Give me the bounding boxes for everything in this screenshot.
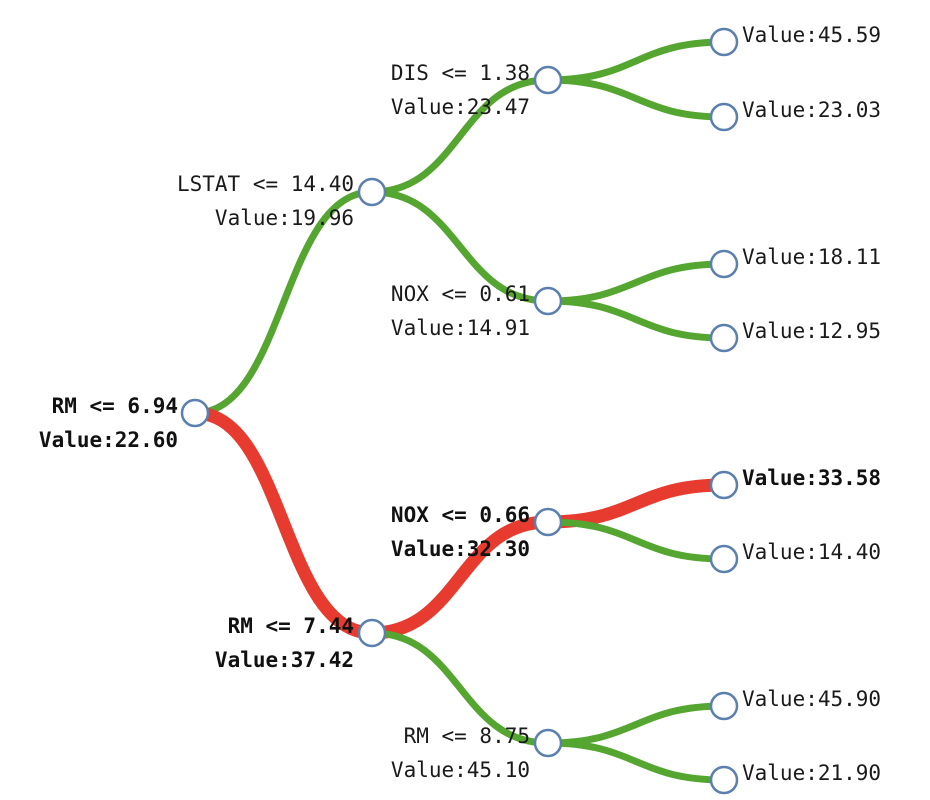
edge-n21-to-leaf6 bbox=[544, 518, 728, 563]
leaf-4-circle[interactable] bbox=[709, 323, 739, 353]
node-n1-split: LSTAT <= 14.40 bbox=[177, 172, 354, 196]
edge-root-to-n1 bbox=[191, 188, 376, 417]
leaf-3-circle[interactable] bbox=[709, 249, 739, 279]
node-n2-circle[interactable] bbox=[357, 618, 387, 648]
edge-n2-to-n21 bbox=[365, 515, 555, 640]
node-n11-split: DIS <= 1.38 bbox=[391, 61, 530, 85]
node-n1-circle[interactable] bbox=[357, 177, 387, 207]
edge-n22-to-leaf8 bbox=[544, 739, 728, 784]
leaf-3-value: Value:18.11 bbox=[742, 245, 881, 269]
node-root-split: RM <= 6.94 bbox=[52, 394, 178, 418]
leaf-7-value: Value:45.90 bbox=[742, 687, 881, 711]
edge-n22-to-leaf7 bbox=[544, 702, 728, 747]
node-n22-split: RM <= 8.75 bbox=[404, 724, 530, 748]
node-root-value: Value:22.60 bbox=[39, 428, 178, 452]
node-root-circle[interactable] bbox=[180, 398, 210, 428]
leaf-1-circle[interactable] bbox=[709, 27, 739, 57]
node-n22-value: Value:45.10 bbox=[391, 758, 530, 782]
node-n11-circle[interactable] bbox=[533, 65, 563, 95]
node-n2-value: Value:37.42 bbox=[215, 648, 354, 672]
leaf-4-value: Value:12.95 bbox=[742, 319, 881, 343]
edge-n11-to-leaf2 bbox=[544, 76, 728, 121]
leaf-8-circle[interactable] bbox=[709, 765, 739, 795]
leaf-5-circle[interactable] bbox=[709, 470, 739, 500]
edge-n2-to-n22 bbox=[368, 629, 552, 747]
node-n12-value: Value:14.91 bbox=[391, 316, 530, 340]
leaf-8-value: Value:21.90 bbox=[742, 761, 881, 785]
edge-root-to-n2 bbox=[188, 406, 379, 640]
edge-n12-to-leaf3 bbox=[544, 260, 728, 305]
edge-n1-to-n11 bbox=[368, 76, 552, 196]
edge-n1-to-n12 bbox=[368, 188, 552, 305]
node-n2-split: RM <= 7.44 bbox=[228, 614, 354, 638]
node-n21-circle[interactable] bbox=[533, 507, 563, 537]
edge-n12-to-leaf4 bbox=[544, 297, 728, 342]
leaf-2-circle[interactable] bbox=[709, 102, 739, 132]
node-n21-split: NOX <= 0.66 bbox=[391, 503, 530, 527]
node-n12-split: NOX <= 0.61 bbox=[391, 282, 530, 306]
node-n21-value: Value:32.30 bbox=[391, 537, 530, 561]
node-n11-value: Value:23.47 bbox=[391, 95, 530, 119]
leaf-2-value: Value:23.03 bbox=[742, 98, 881, 122]
node-n22-circle[interactable] bbox=[533, 728, 563, 758]
leaf-6-circle[interactable] bbox=[709, 544, 739, 574]
node-n12-circle[interactable] bbox=[533, 286, 563, 316]
edge-n11-to-leaf1 bbox=[544, 38, 728, 84]
node-n1-value: Value:19.96 bbox=[215, 206, 354, 230]
leaf-7-circle[interactable] bbox=[709, 691, 739, 721]
edge-n21-to-leaf5 bbox=[541, 478, 731, 529]
leaf-6-value: Value:14.40 bbox=[742, 540, 881, 564]
leaf-1-value: Value:45.59 bbox=[742, 23, 881, 47]
leaf-5-value: Value:33.58 bbox=[742, 466, 881, 490]
